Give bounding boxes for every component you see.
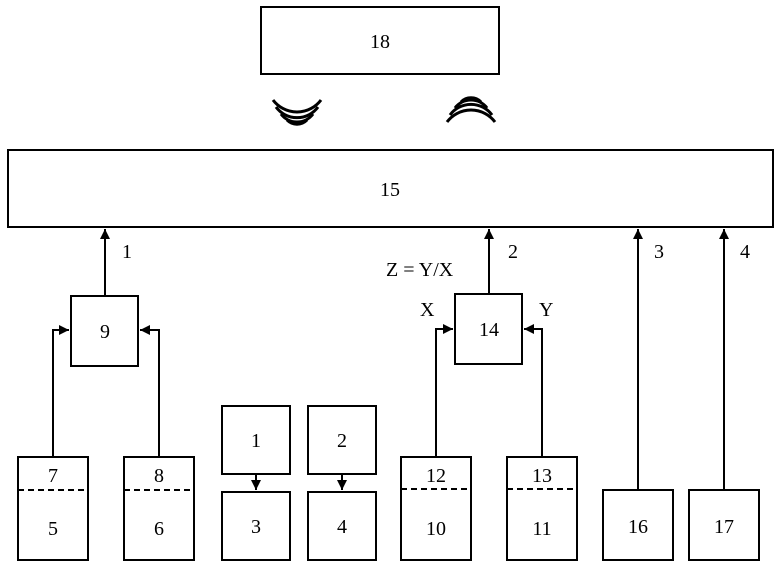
block-3: 3 (222, 492, 290, 560)
block-9: 9 (71, 296, 138, 366)
block-12-10: 12 10 (401, 457, 471, 560)
block-4: 4 (308, 492, 376, 560)
block-8-label: 8 (154, 465, 164, 487)
wireless-signal-icon-left (273, 100, 321, 124)
block-6-label: 6 (154, 518, 164, 540)
block-14: 14 (455, 294, 522, 364)
block-10-label: 10 (426, 518, 446, 540)
block-17: 17 (689, 490, 759, 560)
block-1: 1 (222, 406, 290, 474)
block-16-label: 16 (628, 516, 648, 538)
signal-3-label: 3 (654, 241, 664, 263)
block-13-label: 13 (532, 465, 552, 487)
input-y-label: Y (539, 299, 553, 321)
block-15-label: 15 (380, 179, 400, 201)
wireless-signal-icon-right (447, 98, 495, 122)
block-18-label: 18 (370, 31, 390, 53)
block-14-label: 14 (479, 319, 499, 341)
block-2: 2 (308, 406, 376, 474)
block-1-label: 1 (251, 430, 261, 452)
block-13-11: 13 11 (507, 457, 577, 560)
block-9-label: 9 (100, 321, 110, 343)
block-5-label: 5 (48, 518, 58, 540)
formula-label: Z = Y/X (386, 259, 454, 281)
input-x-label: X (420, 299, 435, 321)
block-3-label: 3 (251, 516, 261, 538)
block-2-label: 2 (337, 430, 347, 452)
block-18: 18 (261, 7, 499, 74)
block-11-label: 11 (532, 518, 551, 540)
block-7-label: 7 (48, 465, 58, 487)
signal-1-label: 1 (122, 241, 132, 263)
arrow-8-to-9 (140, 330, 159, 457)
block-16: 16 (603, 490, 673, 560)
block-7-5: 7 5 (18, 457, 88, 560)
block-12-label: 12 (426, 465, 446, 487)
block-8-6: 8 6 (124, 457, 194, 560)
block-4-label: 4 (337, 516, 347, 538)
block-17-label: 17 (714, 516, 734, 538)
arrow-12-to-14 (436, 329, 453, 457)
signal-2-label: 2 (508, 241, 518, 263)
signal-4-label: 4 (740, 241, 750, 263)
arrow-7-to-9 (53, 330, 69, 457)
arrow-13-to-14 (524, 329, 542, 457)
block-15: 15 (8, 150, 773, 227)
